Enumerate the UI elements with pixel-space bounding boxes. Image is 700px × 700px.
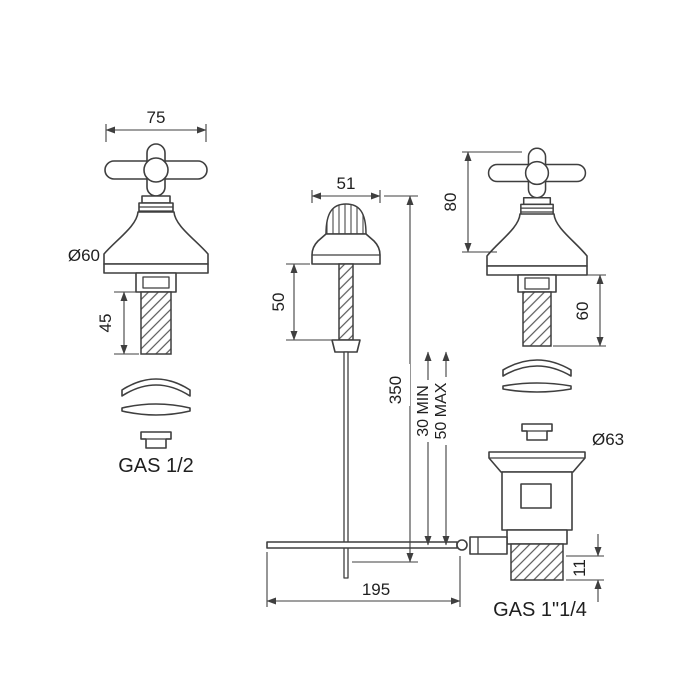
- right-dome-washer: [502, 359, 572, 377]
- body-diameter-label: Ø60: [68, 246, 100, 265]
- right-thread-shaft: [522, 291, 552, 347]
- handle-width-label: 75: [147, 108, 166, 127]
- left-valve-body: [103, 211, 209, 265]
- popup-threaded-rod: [338, 263, 354, 341]
- right-valve-assembly: 80 60: [441, 147, 606, 441]
- dim-max-mask: [437, 377, 454, 445]
- right-valve-base: [486, 265, 588, 276]
- outlet-height-label: 11: [570, 559, 589, 577]
- left-connector-nut: [140, 431, 172, 449]
- dim-350-mask: [392, 364, 410, 406]
- left-thread-shaft: [140, 291, 172, 355]
- overall-height-label: 80: [441, 193, 460, 212]
- min-travel-label: 30 MIN: [415, 385, 432, 437]
- lever-ball-joint: [456, 539, 468, 551]
- left-flat-washer: [121, 403, 191, 416]
- upper-rod-length-label: 50: [269, 293, 288, 312]
- waste-drain-assembly: Ø63 11 GAS 1"1/4: [469, 430, 624, 621]
- waste-flange: [488, 451, 586, 473]
- right-cross-handle-icon: [487, 147, 587, 217]
- left-thread-spec-label: GAS 1/2: [118, 455, 194, 477]
- left-thread-length-label: 45: [96, 314, 115, 333]
- right-connector-nut: [521, 423, 553, 441]
- lever-length-label: 195: [362, 580, 390, 599]
- knob-width-label: 51: [337, 174, 356, 193]
- popup-pull-rod: [343, 351, 349, 579]
- right-thread-length-label: 60: [573, 302, 592, 321]
- left-dome-washer: [121, 378, 191, 397]
- left-cross-handle-icon: [104, 143, 208, 216]
- popup-knob-flange: [311, 233, 381, 265]
- left-valve-assembly: 75 Ø60 45 GAS 1/2: [68, 108, 209, 477]
- popup-knob-dome: [325, 203, 367, 235]
- right-flat-washer: [502, 382, 572, 393]
- max-travel-label: 50 MAX: [433, 382, 450, 439]
- total-length-label: 350: [386, 376, 405, 404]
- popup-rod-assembly: 51 50 350 30 MIN 50 MAX 195: [266, 174, 468, 607]
- popup-rod-nut: [331, 339, 361, 353]
- waste-tail-thread: [510, 543, 564, 581]
- waste-tail-collar: [506, 529, 568, 545]
- waste-overflow-slot: [520, 483, 552, 509]
- left-valve-base: [103, 263, 209, 274]
- left-valve-nut-face: [142, 276, 170, 289]
- dim-min-mask: [419, 380, 436, 442]
- right-valve-nut-face: [524, 277, 550, 290]
- waste-thread-spec-label: GAS 1"1/4: [493, 599, 587, 621]
- lever-port-nut: [469, 536, 508, 555]
- right-valve-body: [486, 213, 588, 267]
- flange-diameter-label: Ø63: [592, 430, 624, 449]
